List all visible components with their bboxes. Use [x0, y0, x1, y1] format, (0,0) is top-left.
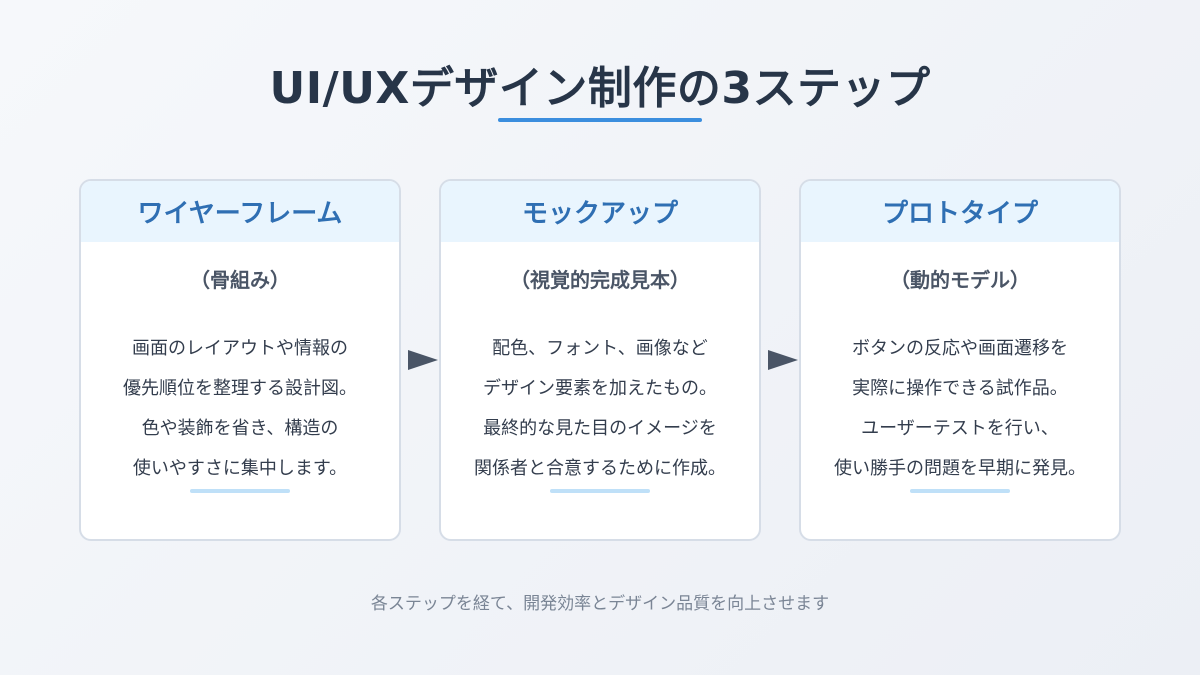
step-card-subtitle: （視覚的完成見本）	[510, 268, 690, 292]
card-accent-bar	[910, 489, 1010, 493]
description-line: 関係者と合意するために作成。	[474, 458, 726, 479]
description-line: 使い勝手の問題を早期に発見。	[834, 458, 1086, 479]
step-card-title: ワイヤーフレーム	[81, 181, 399, 242]
step-card-subtitle: （骨組み）	[190, 268, 290, 292]
description-line: デザイン要素を加えたもの。	[483, 378, 717, 399]
description-line: 画面のレイアウトや情報の	[132, 338, 348, 359]
description-line: 優先順位を整理する設計図。	[123, 378, 357, 399]
card-accent-bar	[550, 489, 650, 493]
description-line: 色や装飾を省き、構造の	[141, 418, 339, 439]
step-card-subtitle: （動的モデル）	[890, 268, 1030, 292]
step-card-title: プロトタイプ	[801, 181, 1119, 242]
description-line: ボタンの反応や画面遷移を	[852, 338, 1068, 359]
description-line: 使いやすさに集中します。	[132, 458, 348, 479]
step-card-description: ボタンの反応や画面遷移を 実際に操作できる試作品。 ユーザーテストを行い、 使い…	[801, 329, 1119, 489]
footer-note: 各ステップを経て、開発効率とデザイン品質を向上させます	[370, 594, 830, 614]
page-title: UI/UXデザイン制作の3ステップ	[269, 63, 931, 114]
step-card-description: 画面のレイアウトや情報の 優先順位を整理する設計図。 色や装飾を省き、構造の 使…	[81, 329, 399, 489]
description-line: 配色、フォント、画像など	[492, 338, 708, 359]
step-card-wireframe: ワイヤーフレーム （骨組み） 画面のレイアウトや情報の 優先順位を整理する設計図…	[79, 179, 401, 541]
step-card-mockup: モックアップ （視覚的完成見本） 配色、フォント、画像など デザイン要素を加えた…	[439, 179, 761, 541]
step-card-title: モックアップ	[441, 181, 759, 242]
arrow-right-icon	[768, 350, 798, 370]
description-line: 実際に操作できる試作品。	[852, 378, 1068, 399]
title-underline	[498, 118, 702, 122]
description-line: 最終的な見た目のイメージを	[483, 418, 717, 439]
step-card-prototype: プロトタイプ （動的モデル） ボタンの反応や画面遷移を 実際に操作できる試作品。…	[799, 179, 1121, 541]
description-line: ユーザーテストを行い、	[861, 418, 1059, 439]
card-accent-bar	[190, 489, 290, 493]
arrow-right-icon	[408, 350, 438, 370]
step-card-description: 配色、フォント、画像など デザイン要素を加えたもの。 最終的な見た目のイメージを…	[441, 329, 759, 489]
